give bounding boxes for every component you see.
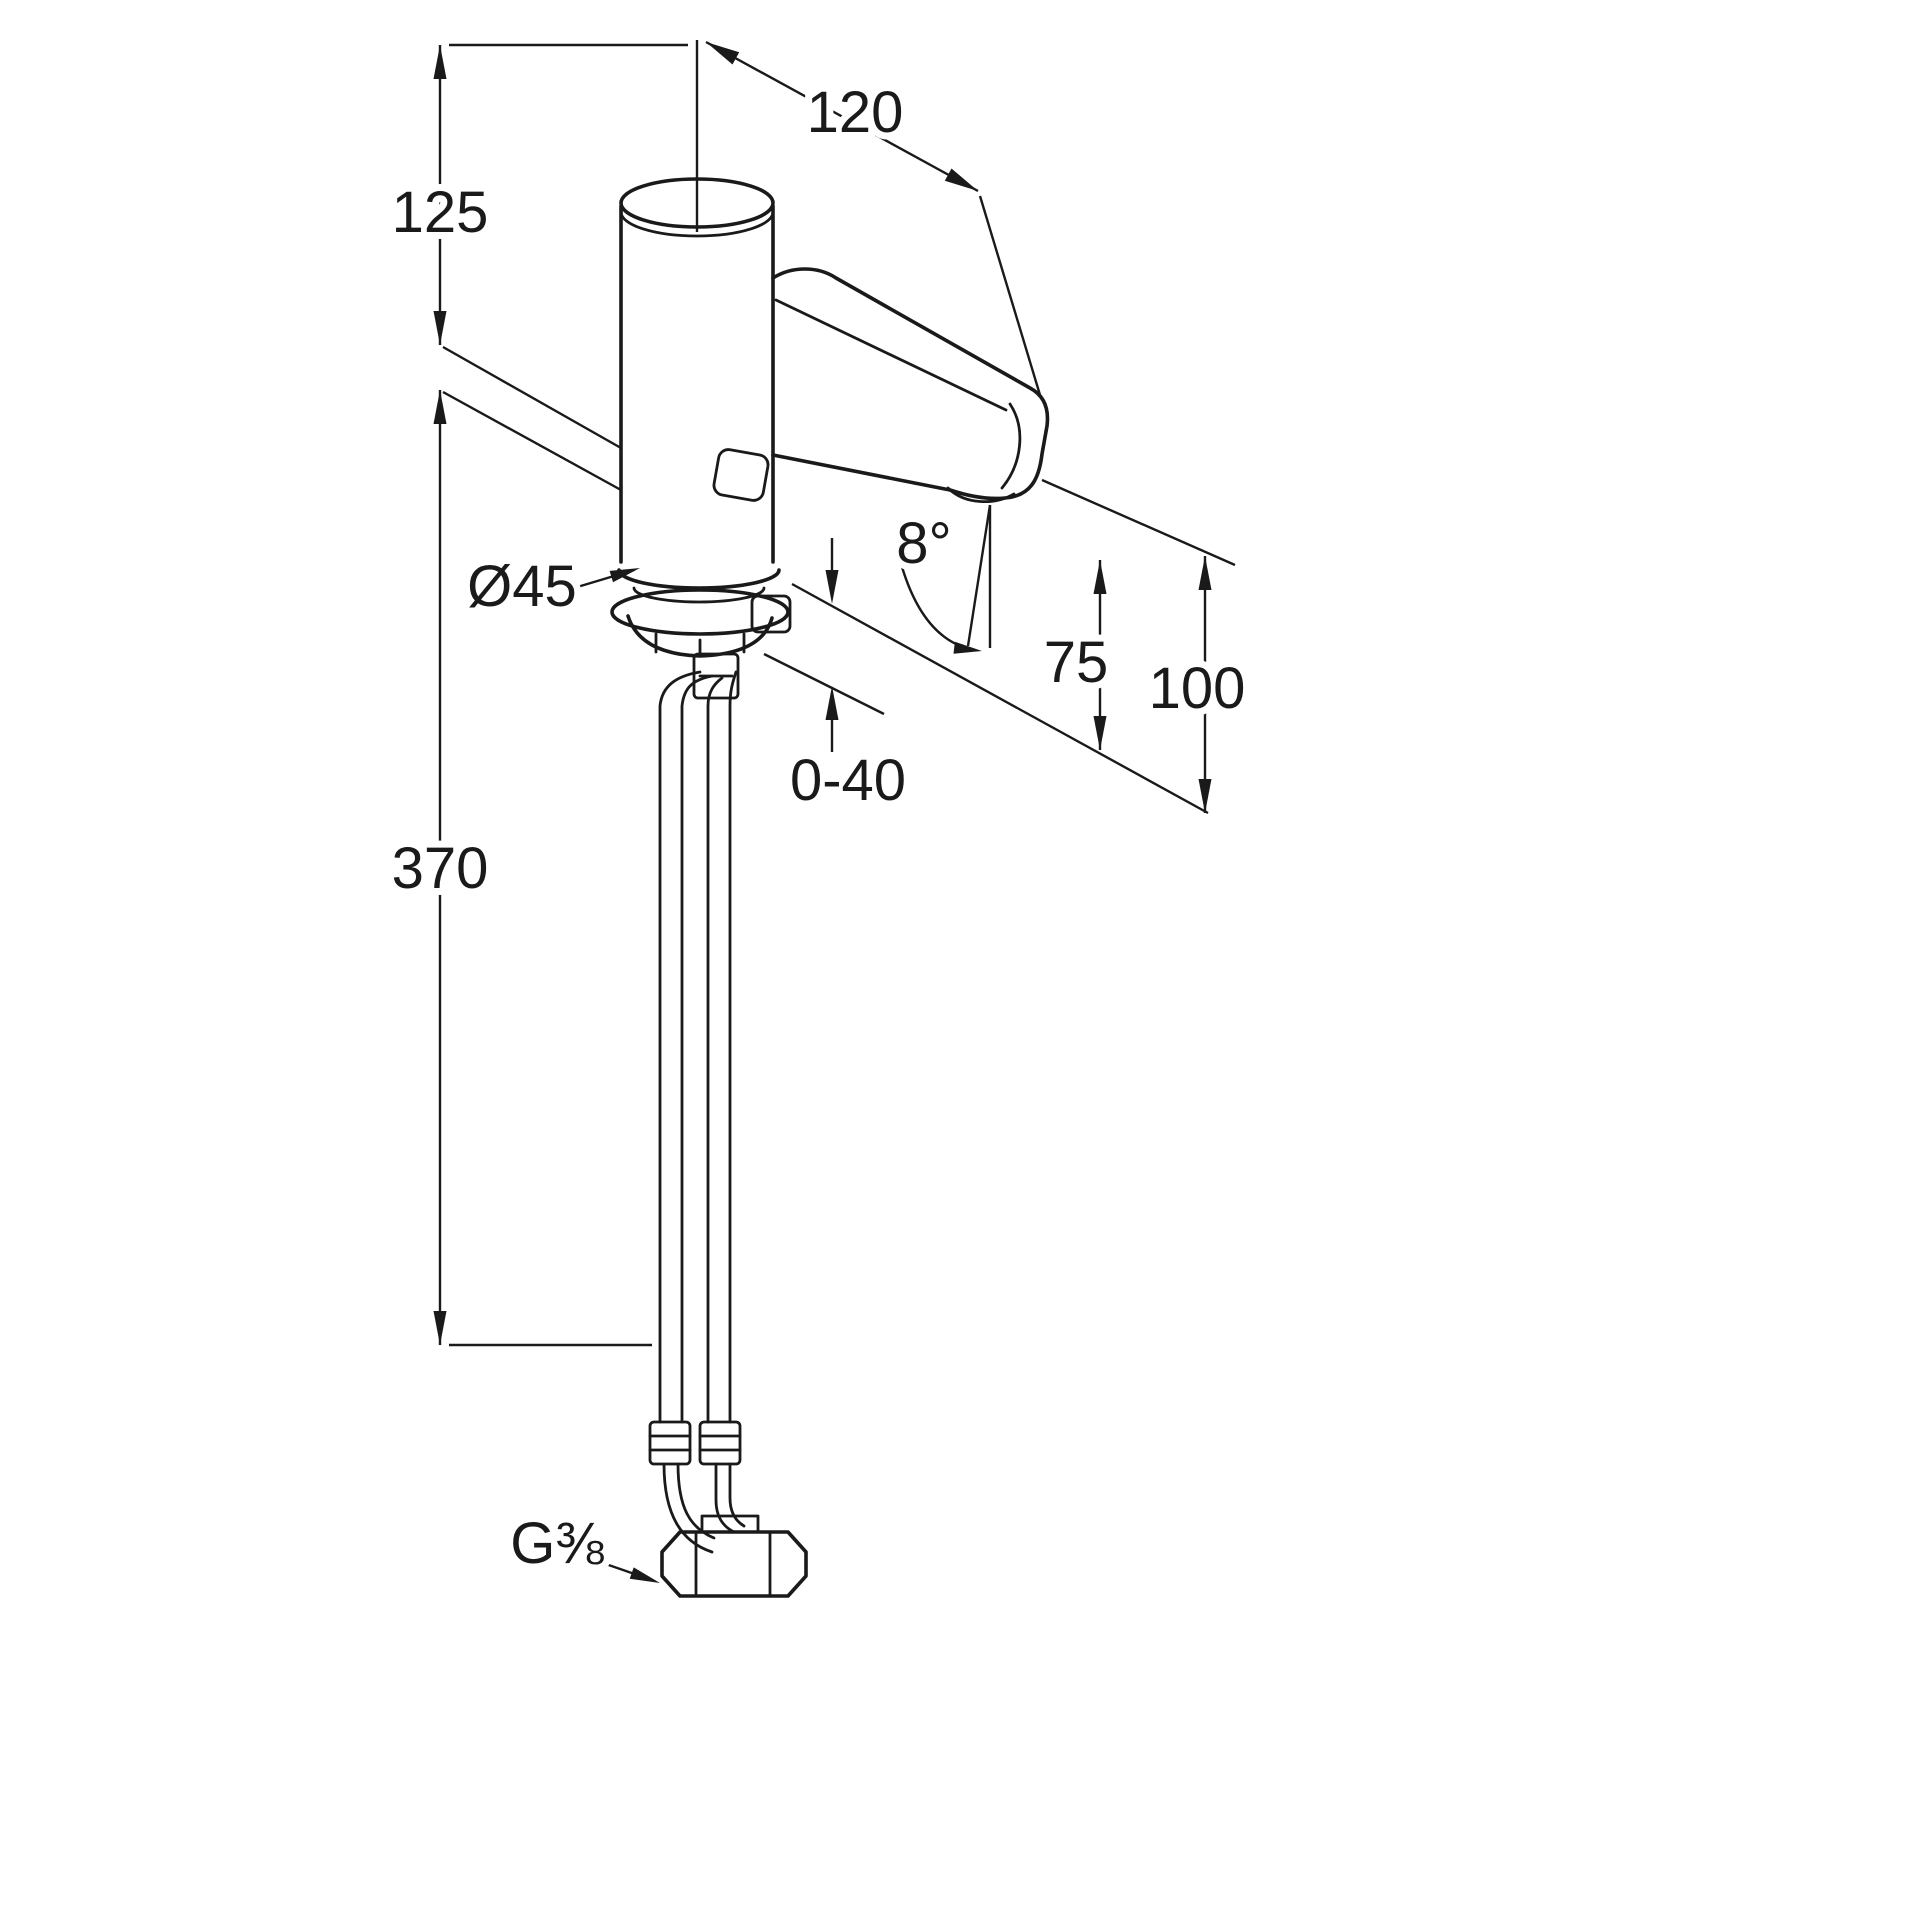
faucet-body — [619, 40, 775, 564]
dimension-label-0-40: 0-40 — [790, 748, 906, 813]
supply-hoses — [648, 670, 746, 1554]
dimension-label-thread: G⅜ — [510, 1511, 604, 1576]
dimension-125: 125 — [385, 43, 688, 450]
dimension-label-75: 75 — [1044, 630, 1109, 695]
dimension-120: 120 — [705, 40, 1042, 396]
dimension-label-100: 100 — [1149, 656, 1246, 721]
dimension-label-diameter: Ø45 — [467, 554, 577, 619]
dimension-370: 370 — [385, 390, 652, 1347]
dimension-label-370: 370 — [392, 836, 489, 901]
dimension-diameter-45: Ø45 — [460, 547, 640, 626]
dimension-75: 75 — [1037, 478, 1236, 750]
faucet-spout — [771, 267, 1050, 504]
dimension-label-angle: 8° — [896, 511, 951, 576]
sensor-window — [712, 448, 770, 502]
dimension-0-40: 0-40 — [763, 538, 913, 820]
base-assembly — [610, 568, 792, 700]
dimension-label-125: 125 — [392, 180, 489, 245]
dimension-label-120: 120 — [807, 80, 904, 145]
dimension-angle-8: 8° — [889, 504, 992, 654]
dimension-100: 100 — [791, 556, 1252, 815]
connection-nut — [660, 1514, 808, 1598]
dimension-thread: G⅜ — [503, 1504, 660, 1583]
